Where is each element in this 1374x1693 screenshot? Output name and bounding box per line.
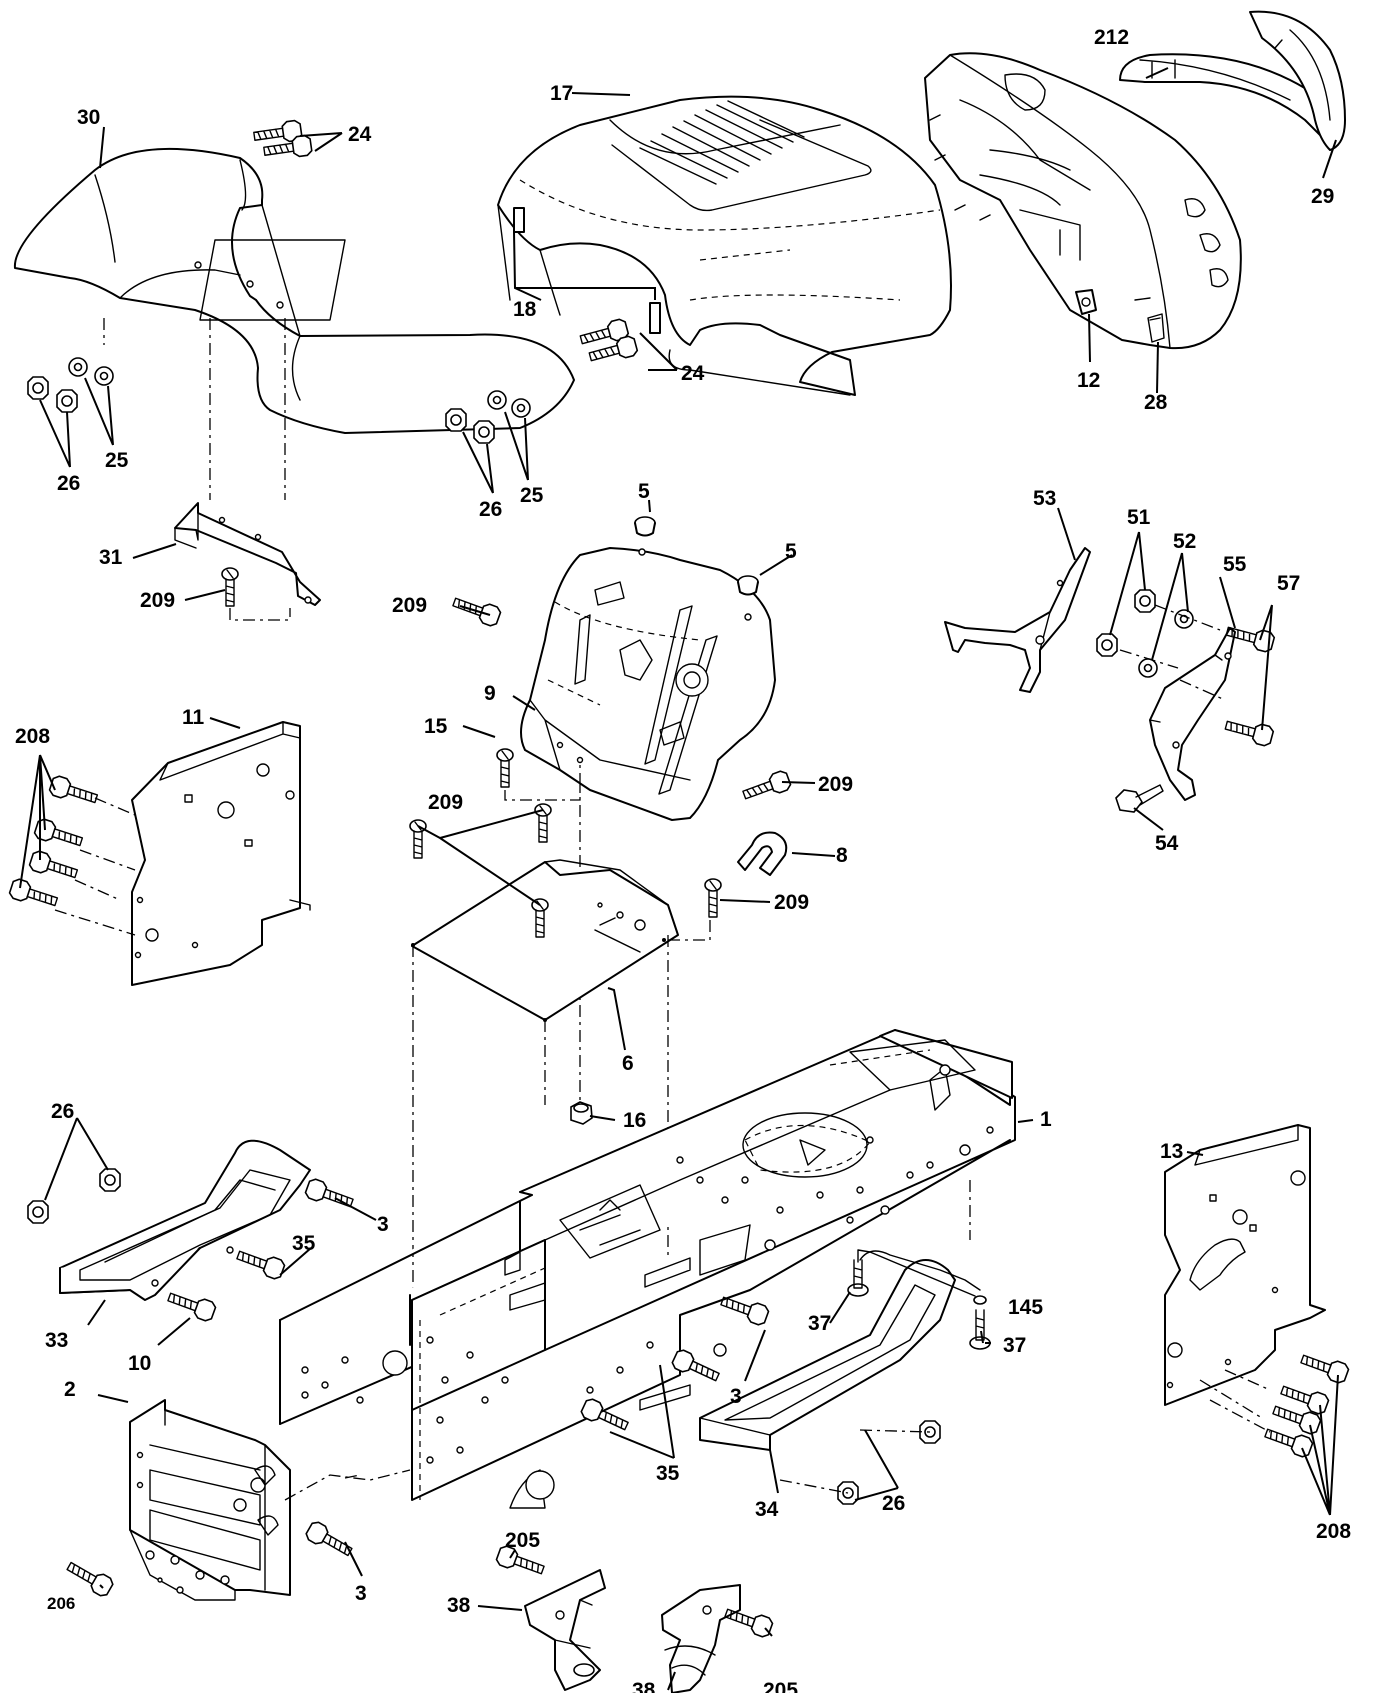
- frame-part: [279, 1029, 1016, 1509]
- callout-208a: 208: [15, 725, 50, 748]
- bracket-38b-part: [661, 1584, 741, 1693]
- callout-16: 16: [623, 1109, 646, 1132]
- nut-16-part: [570, 1101, 593, 1125]
- rear-fender-part: [13, 147, 575, 434]
- callout-3c: 3: [355, 1582, 367, 1605]
- bracket-55-part: [1149, 627, 1236, 801]
- callout-205a: 205: [505, 1529, 540, 1552]
- callout-8: 8: [836, 844, 848, 867]
- callout-51: 51: [1127, 506, 1151, 529]
- support-plate-part: [411, 859, 679, 1022]
- callout-3a: 3: [377, 1213, 389, 1236]
- callout-145: 145: [1008, 1296, 1043, 1319]
- callout-29: 29: [1311, 185, 1334, 208]
- right-footrest-part: [699, 1250, 981, 1451]
- callout-9: 9: [484, 682, 496, 705]
- callout-6: 6: [622, 1052, 634, 1075]
- front-bracket-part: [129, 1399, 291, 1601]
- callout-54: 54: [1155, 832, 1179, 855]
- callout-18: 18: [513, 298, 537, 321]
- callout-3b: 3: [730, 1385, 742, 1408]
- callout-55: 55: [1223, 553, 1247, 576]
- callout-2: 2: [64, 1378, 76, 1401]
- callout-1: 1: [1040, 1108, 1052, 1131]
- callout-37b: 37: [1003, 1334, 1026, 1357]
- callout-205b: 205: [763, 1679, 798, 1693]
- right-side-panel-part: [1164, 1124, 1326, 1406]
- callout-209e: 209: [774, 891, 809, 914]
- speed-nut-part: [1075, 289, 1097, 315]
- callout-30: 30: [77, 106, 100, 129]
- callout-34: 34: [755, 1498, 779, 1521]
- callout-38b: 38: [632, 1679, 656, 1693]
- callout-13: 13: [1160, 1140, 1183, 1163]
- callout-26b: 26: [479, 498, 502, 521]
- callout-31: 31: [99, 546, 123, 569]
- callout-17: 17: [550, 82, 573, 105]
- left-footrest-part: [59, 1139, 311, 1301]
- callout-208b: 208: [1316, 1520, 1351, 1543]
- callout-26a: 26: [57, 472, 80, 495]
- bracket-38a-part: [524, 1569, 606, 1691]
- clip-part: [737, 831, 788, 876]
- callout-labels: 1 2 3 3 3 5 5 6 8 9 10 11 12 13 15 16 17…: [15, 26, 1351, 1693]
- callout-25a: 25: [105, 449, 129, 472]
- callout-12: 12: [1077, 369, 1100, 392]
- callout-35b: 35: [656, 1462, 680, 1485]
- callout-5a: 5: [638, 480, 650, 503]
- callout-11: 11: [182, 706, 205, 729]
- callout-206: 206: [47, 1594, 75, 1613]
- callout-209c: 209: [428, 791, 463, 814]
- callout-53: 53: [1033, 487, 1056, 510]
- callout-209d: 209: [818, 773, 853, 796]
- callout-209a: 209: [140, 589, 175, 612]
- callout-10: 10: [128, 1352, 151, 1375]
- callout-57: 57: [1277, 572, 1300, 595]
- hood-part: [497, 95, 952, 396]
- dash-panel-part: [520, 547, 776, 821]
- callout-24a: 24: [348, 123, 372, 146]
- callout-212: 212: [1094, 26, 1129, 49]
- callout-209b: 209: [392, 594, 427, 617]
- fender-bracket-part: [174, 502, 321, 606]
- callout-28: 28: [1144, 391, 1168, 414]
- grill-part: [1119, 10, 1346, 151]
- callout-33: 33: [45, 1329, 68, 1352]
- callout-5b: 5: [785, 540, 797, 563]
- callout-26d: 26: [882, 1492, 905, 1515]
- callout-35a: 35: [292, 1232, 316, 1255]
- callout-26c: 26: [51, 1100, 74, 1123]
- screw-54: [1115, 784, 1164, 813]
- plug-5b: [737, 575, 759, 596]
- bracket-53-part: [944, 547, 1091, 693]
- bolt-37a: [847, 1259, 869, 1297]
- grill-housing-part: [924, 52, 1242, 350]
- callout-25b: 25: [520, 484, 544, 507]
- plug-5a: [634, 516, 656, 537]
- left-side-panel-part: [131, 721, 311, 986]
- callout-38a: 38: [447, 1594, 471, 1617]
- callout-37a: 37: [808, 1312, 831, 1335]
- leader-lines: [19, 67, 1339, 1691]
- callout-24b: 24: [681, 362, 705, 385]
- callout-52: 52: [1173, 530, 1196, 553]
- callout-15: 15: [424, 715, 448, 738]
